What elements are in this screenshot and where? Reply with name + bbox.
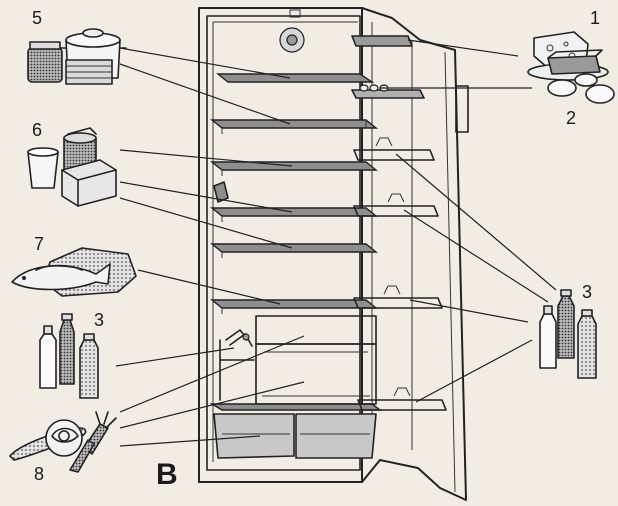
door-racks (351, 35, 447, 411)
shelf-1 (216, 73, 375, 83)
door-rack-3 (353, 205, 439, 217)
jar-icon (27, 41, 63, 83)
interior-light (279, 27, 305, 53)
label-3-right: 3 (582, 282, 592, 302)
box-icon (61, 159, 117, 207)
shelf-2 (210, 119, 378, 129)
bottle-icon (539, 305, 557, 369)
door-handle (455, 85, 469, 133)
label-3-left: 3 (94, 310, 104, 330)
eggs (359, 84, 389, 92)
hinge-mark (289, 9, 301, 18)
crisper-compartments (213, 315, 377, 459)
shelf-bottom (209, 403, 383, 411)
bottle-icon (79, 333, 99, 399)
bottle-icon (59, 313, 75, 385)
bottle-icon (39, 325, 57, 389)
label-1: 1 (590, 8, 600, 28)
bottle-icon (557, 289, 575, 359)
bottles-right (539, 289, 597, 379)
door-rack-eggs (351, 89, 425, 99)
shelf-4 (210, 207, 378, 217)
food-group-2 (547, 73, 615, 104)
bottle-icon (577, 309, 597, 379)
lettuce-icon (45, 419, 83, 457)
leader-lines (115, 39, 557, 447)
label-2: 2 (566, 108, 576, 128)
door-rack-2 (353, 149, 435, 161)
layer-cake-icon (65, 59, 113, 85)
fish-icon (11, 263, 111, 291)
butter-icon (547, 49, 603, 75)
carrot-icon (69, 411, 117, 473)
bottle-rack (219, 329, 255, 401)
wall-bracket (213, 181, 229, 203)
egg-icon (547, 73, 615, 104)
shelves (209, 73, 383, 411)
figure-letter: B (156, 458, 178, 491)
fridge-door (361, 7, 469, 501)
label-7: 7 (34, 234, 44, 254)
food-group-6 (27, 127, 117, 207)
label-5: 5 (32, 8, 42, 28)
door-rack-5 (357, 399, 447, 411)
label-6: 6 (32, 120, 42, 140)
shelf-3 (210, 161, 378, 171)
food-group-5 (27, 28, 127, 85)
shelf-5 (210, 243, 378, 253)
door-rack-4 (353, 297, 443, 309)
door-rack-butter (351, 35, 413, 47)
bottles-left (39, 313, 99, 399)
label-8: 8 (34, 464, 44, 484)
cup-icon (27, 147, 59, 189)
food-group-8 (9, 411, 117, 473)
food-group-1 (527, 31, 609, 81)
food-group-7 (11, 247, 137, 297)
shelf-6 (210, 299, 378, 309)
